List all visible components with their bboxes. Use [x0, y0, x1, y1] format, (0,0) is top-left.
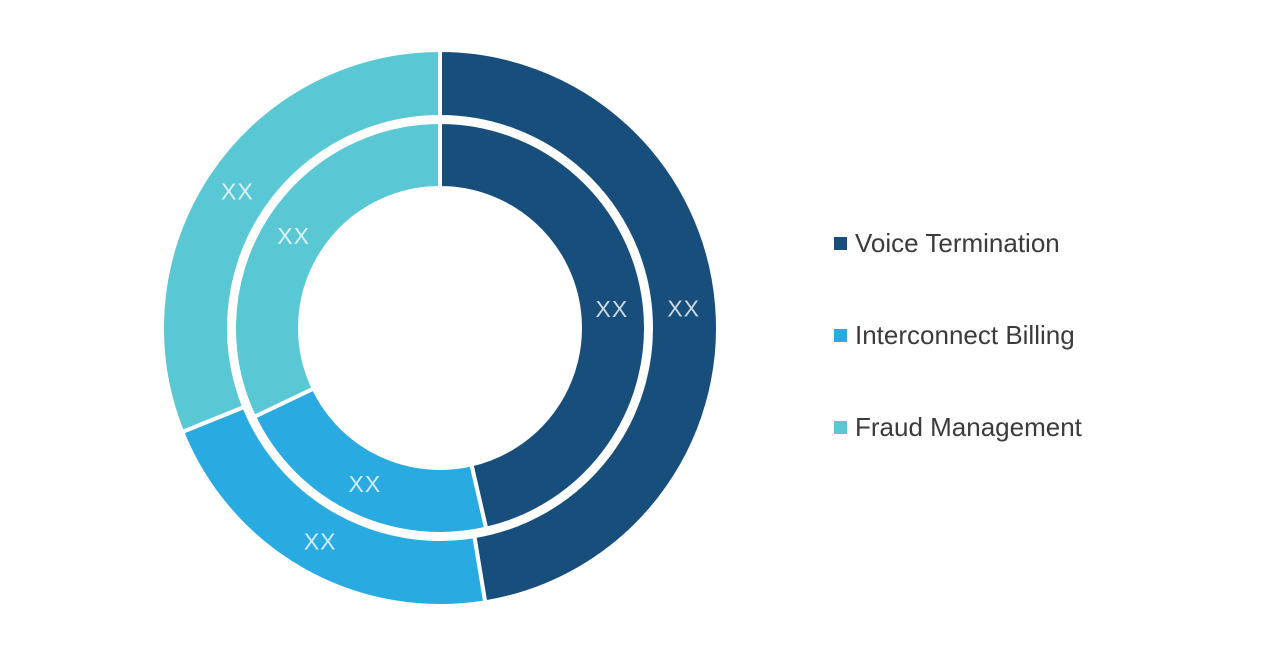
chart-legend: Voice Termination Interconnect Billing F… [834, 228, 1082, 442]
inner-ring-slice-label-fraud-management: XX [277, 223, 310, 249]
inner-ring-slice-label-voice-termination: XX [596, 296, 629, 322]
legend-item-interconnect-billing: Interconnect Billing [834, 320, 1082, 350]
inner-ring-slice-label-interconnect-billing: XX [349, 471, 382, 497]
legend-swatch-voice-termination [834, 236, 847, 250]
legend-label-voice-termination: Voice Termination [855, 228, 1060, 258]
outer-ring-slice-label-interconnect-billing: XX [304, 528, 337, 554]
legend-label-fraud-management: Fraud Management [855, 412, 1082, 442]
inner-ring-slice-voice-termination [438, 120, 648, 531]
outer-ring-slice-label-fraud-management: XX [221, 178, 254, 204]
inner-ring-slice-fraud-management [232, 120, 442, 419]
outer-ring-slice-label-voice-termination: XX [667, 295, 700, 321]
outer-ring-slice-fraud-management [160, 48, 442, 434]
legend-swatch-interconnect-billing [834, 328, 847, 342]
legend-item-voice-termination: Voice Termination [834, 228, 1082, 258]
outer-ring-slice-voice-termination [438, 48, 720, 605]
legend-swatch-fraud-management [834, 420, 847, 434]
legend-label-interconnect-billing: Interconnect Billing [855, 320, 1075, 350]
legend-item-fraud-management: Fraud Management [834, 412, 1082, 442]
